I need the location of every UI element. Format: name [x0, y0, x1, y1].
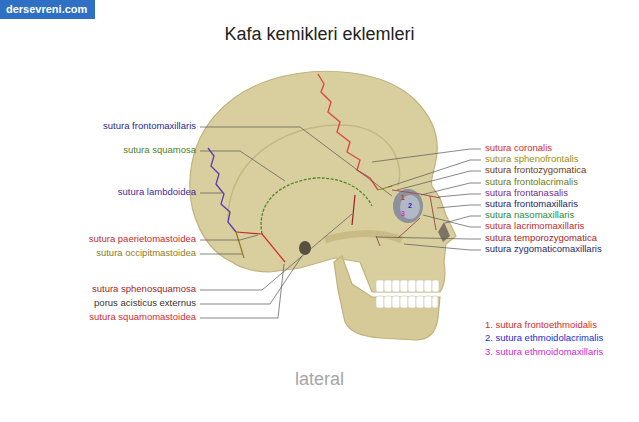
suture-label: sutura lambdoidea [118, 187, 196, 198]
cranium [190, 71, 456, 292]
suture-label: sutura sphenofrontalis [485, 154, 578, 165]
suture-label: sutura zygomaticomaxillaris [485, 244, 602, 255]
coronal-suture [318, 74, 378, 190]
parietomastoid-suture [236, 232, 262, 234]
diagram-title: Kafa kemikleri eklemleri [224, 24, 414, 45]
part-label: porus acisticus externus [94, 298, 196, 309]
callout-number: 1 [401, 194, 405, 202]
zygomatic-arch [325, 234, 402, 240]
ear-canal [299, 241, 311, 255]
suture-label: sutura squamosa [123, 145, 196, 156]
legend-note: 3. sutura ethmoidomaxillaris [485, 347, 603, 358]
view-caption: lateral [295, 369, 344, 390]
suture-label: sutura occipitmastoidea [96, 248, 196, 259]
legend-note: 2. sutura ethmoidolacrimalis [485, 333, 603, 344]
callout-number: 3 [401, 210, 405, 218]
squamous-suture [261, 178, 372, 234]
mandible [334, 256, 440, 340]
watermark: dersevreni.com [0, 0, 95, 19]
suture-label: sutura squamomastoidea [89, 312, 196, 323]
suture-label: sutura frontolacrimalis [485, 177, 578, 188]
squamomastoid-suture [262, 234, 285, 262]
suture-label: sutura lacrimomaxillaris [485, 221, 584, 232]
temporal-line [228, 125, 400, 222]
suture-label: sutura nasomaxillaris [485, 210, 574, 221]
callout-number: 2 [408, 202, 412, 210]
suture-label: sutura frontozygomatica [485, 165, 586, 176]
suture-label: sutura paerietomastoidea [89, 234, 196, 245]
lambdoid-suture [208, 148, 236, 232]
suture-label: sutura frontanasalis [485, 188, 568, 199]
suture-label: sutura coronalis [485, 143, 552, 154]
suture-label: sutura frontomaxillaris [485, 199, 578, 210]
suture-label: sutura frontomaxillaris [103, 121, 196, 132]
lower-teeth [376, 296, 438, 308]
leader-lines [200, 127, 481, 318]
suture-label: sutura temporozygomatica [485, 233, 597, 244]
legend-note: 1. sutura frontoethmoidalis [485, 320, 597, 331]
sphenosquamous-suture [352, 195, 355, 225]
nasal-aperture [438, 222, 450, 242]
upper-teeth [376, 280, 439, 292]
suture-label: sutura sphenosquamosa [92, 284, 196, 295]
